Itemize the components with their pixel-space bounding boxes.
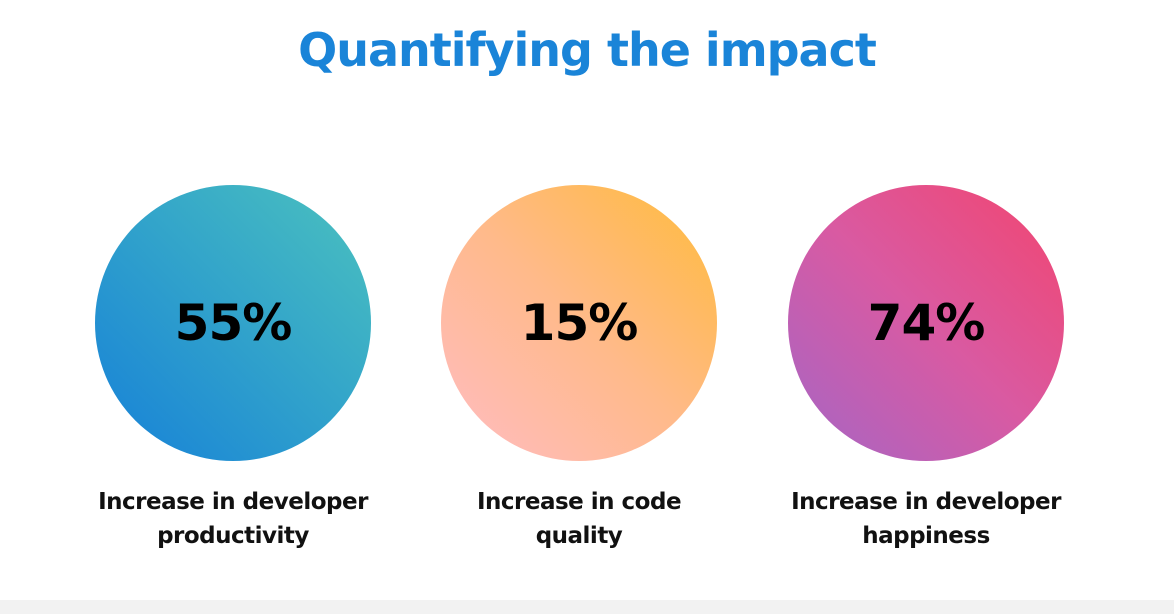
happiness-label: Increase in developer happiness — [776, 485, 1076, 553]
happiness-value: 74% — [867, 294, 986, 352]
slide: Quantifying the impact 55% Increase in d… — [83, 23, 1076, 555]
code-quality-value: 15% — [520, 294, 639, 352]
productivity-value: 55% — [174, 294, 293, 352]
productivity-label-line2: productivity — [157, 523, 309, 549]
happiness-circle: 74% — [788, 185, 1064, 461]
happiness-label-line2: happiness — [862, 523, 990, 549]
code-quality-label-line2: quality — [535, 523, 623, 549]
code-quality-circle: 15% — [441, 185, 717, 461]
happiness-label-line1: Increase in developer — [791, 489, 1061, 515]
productivity-circle: 55% — [95, 185, 371, 461]
code-quality-label-line1: Increase in code — [476, 489, 682, 515]
stat-happiness: 74% Increase in developer happiness — [776, 185, 1076, 555]
stat-code-quality: 15% Increase in code quality — [429, 185, 729, 555]
productivity-label: Increase in developer productivity — [83, 485, 383, 553]
productivity-label-line1: Increase in developer — [98, 489, 368, 515]
stat-productivity: 55% Increase in developer productivity — [83, 185, 383, 555]
code-quality-label: Increase in code quality — [429, 485, 729, 553]
bottom-strip — [0, 600, 1174, 614]
page-title: Quantifying the impact — [298, 23, 877, 77]
